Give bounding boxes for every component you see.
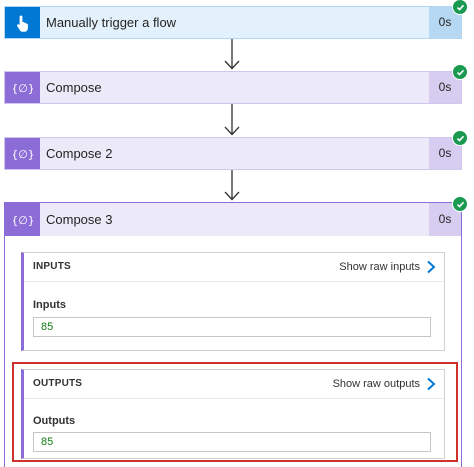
show-raw-outputs-link[interactable]: Show raw outputs <box>332 378 420 390</box>
arrow-down-icon <box>224 104 240 136</box>
success-check-icon <box>452 64 468 80</box>
svg-text:{∅}: {∅} <box>13 214 33 227</box>
inputs-label: Inputs <box>33 299 66 311</box>
svg-text:{∅}: {∅} <box>13 82 33 95</box>
hand-pointer-icon <box>5 7 40 38</box>
step-compose-3-expanded: {∅} Compose 3 0s INPUTS Show raw inputs … <box>4 202 462 467</box>
inputs-value-field[interactable]: 85 <box>33 317 431 337</box>
compose-braces-icon: {∅} <box>5 72 40 103</box>
success-check-icon <box>452 196 468 212</box>
chevron-right-icon[interactable] <box>426 260 436 274</box>
show-raw-inputs-link[interactable]: Show raw inputs <box>339 261 420 273</box>
svg-text:{∅}: {∅} <box>13 148 33 161</box>
step-compose-2[interactable]: {∅} Compose 2 0s <box>4 137 462 170</box>
outputs-heading: OUTPUTS <box>33 378 83 389</box>
outputs-panel: OUTPUTS Show raw outputs Outputs 85 <box>21 369 445 459</box>
outputs-value-field[interactable]: 85 <box>33 432 431 452</box>
step-title: Compose 3 <box>46 212 113 227</box>
step-compose[interactable]: {∅} Compose 0s <box>4 71 462 104</box>
step-manually-trigger[interactable]: Manually trigger a flow 0s <box>4 6 462 39</box>
compose-braces-icon: {∅} <box>5 203 40 236</box>
outputs-panel-header: OUTPUTS Show raw outputs <box>24 370 444 399</box>
compose-braces-icon: {∅} <box>5 138 40 169</box>
arrow-down-icon <box>224 170 240 201</box>
chevron-right-icon[interactable] <box>426 377 436 391</box>
inputs-panel-header: INPUTS Show raw inputs <box>24 253 444 282</box>
step-title: Manually trigger a flow <box>46 15 177 30</box>
success-check-icon <box>452 130 468 146</box>
outputs-label: Outputs <box>33 415 76 427</box>
inputs-heading: INPUTS <box>33 261 71 272</box>
step-compose-3-header[interactable]: {∅} Compose 3 0s <box>5 203 461 236</box>
step-title: Compose <box>46 80 102 95</box>
success-check-icon <box>452 0 468 15</box>
outputs-highlight-box <box>12 362 458 462</box>
arrow-down-icon <box>224 39 240 70</box>
step-title: Compose 2 <box>46 146 113 161</box>
inputs-panel: INPUTS Show raw inputs Inputs 85 <box>21 252 445 351</box>
